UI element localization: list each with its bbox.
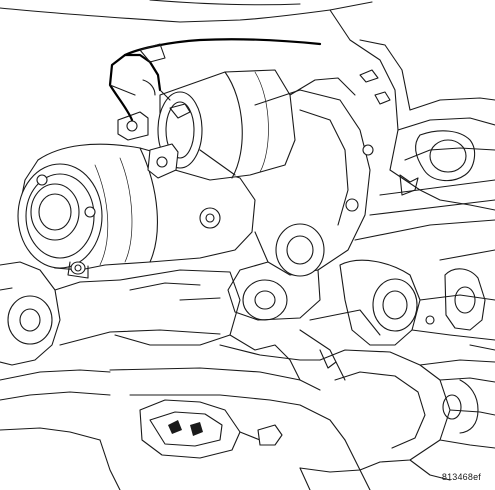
starter-mount-plate — [199, 77, 371, 321]
starter-solenoid — [117, 69, 296, 181]
engine-mount-bracket — [339, 249, 495, 351]
reinforcement-rib — [229, 309, 381, 490]
wiring-harness — [108, 38, 322, 122]
fasteners — [345, 69, 435, 325]
figure-reference-code: 813468ef — [441, 472, 481, 482]
lower-brace — [109, 269, 321, 459]
cross-member — [299, 349, 495, 481]
transmission-housing — [0, 261, 221, 490]
engine-block-outline — [0, 0, 495, 241]
